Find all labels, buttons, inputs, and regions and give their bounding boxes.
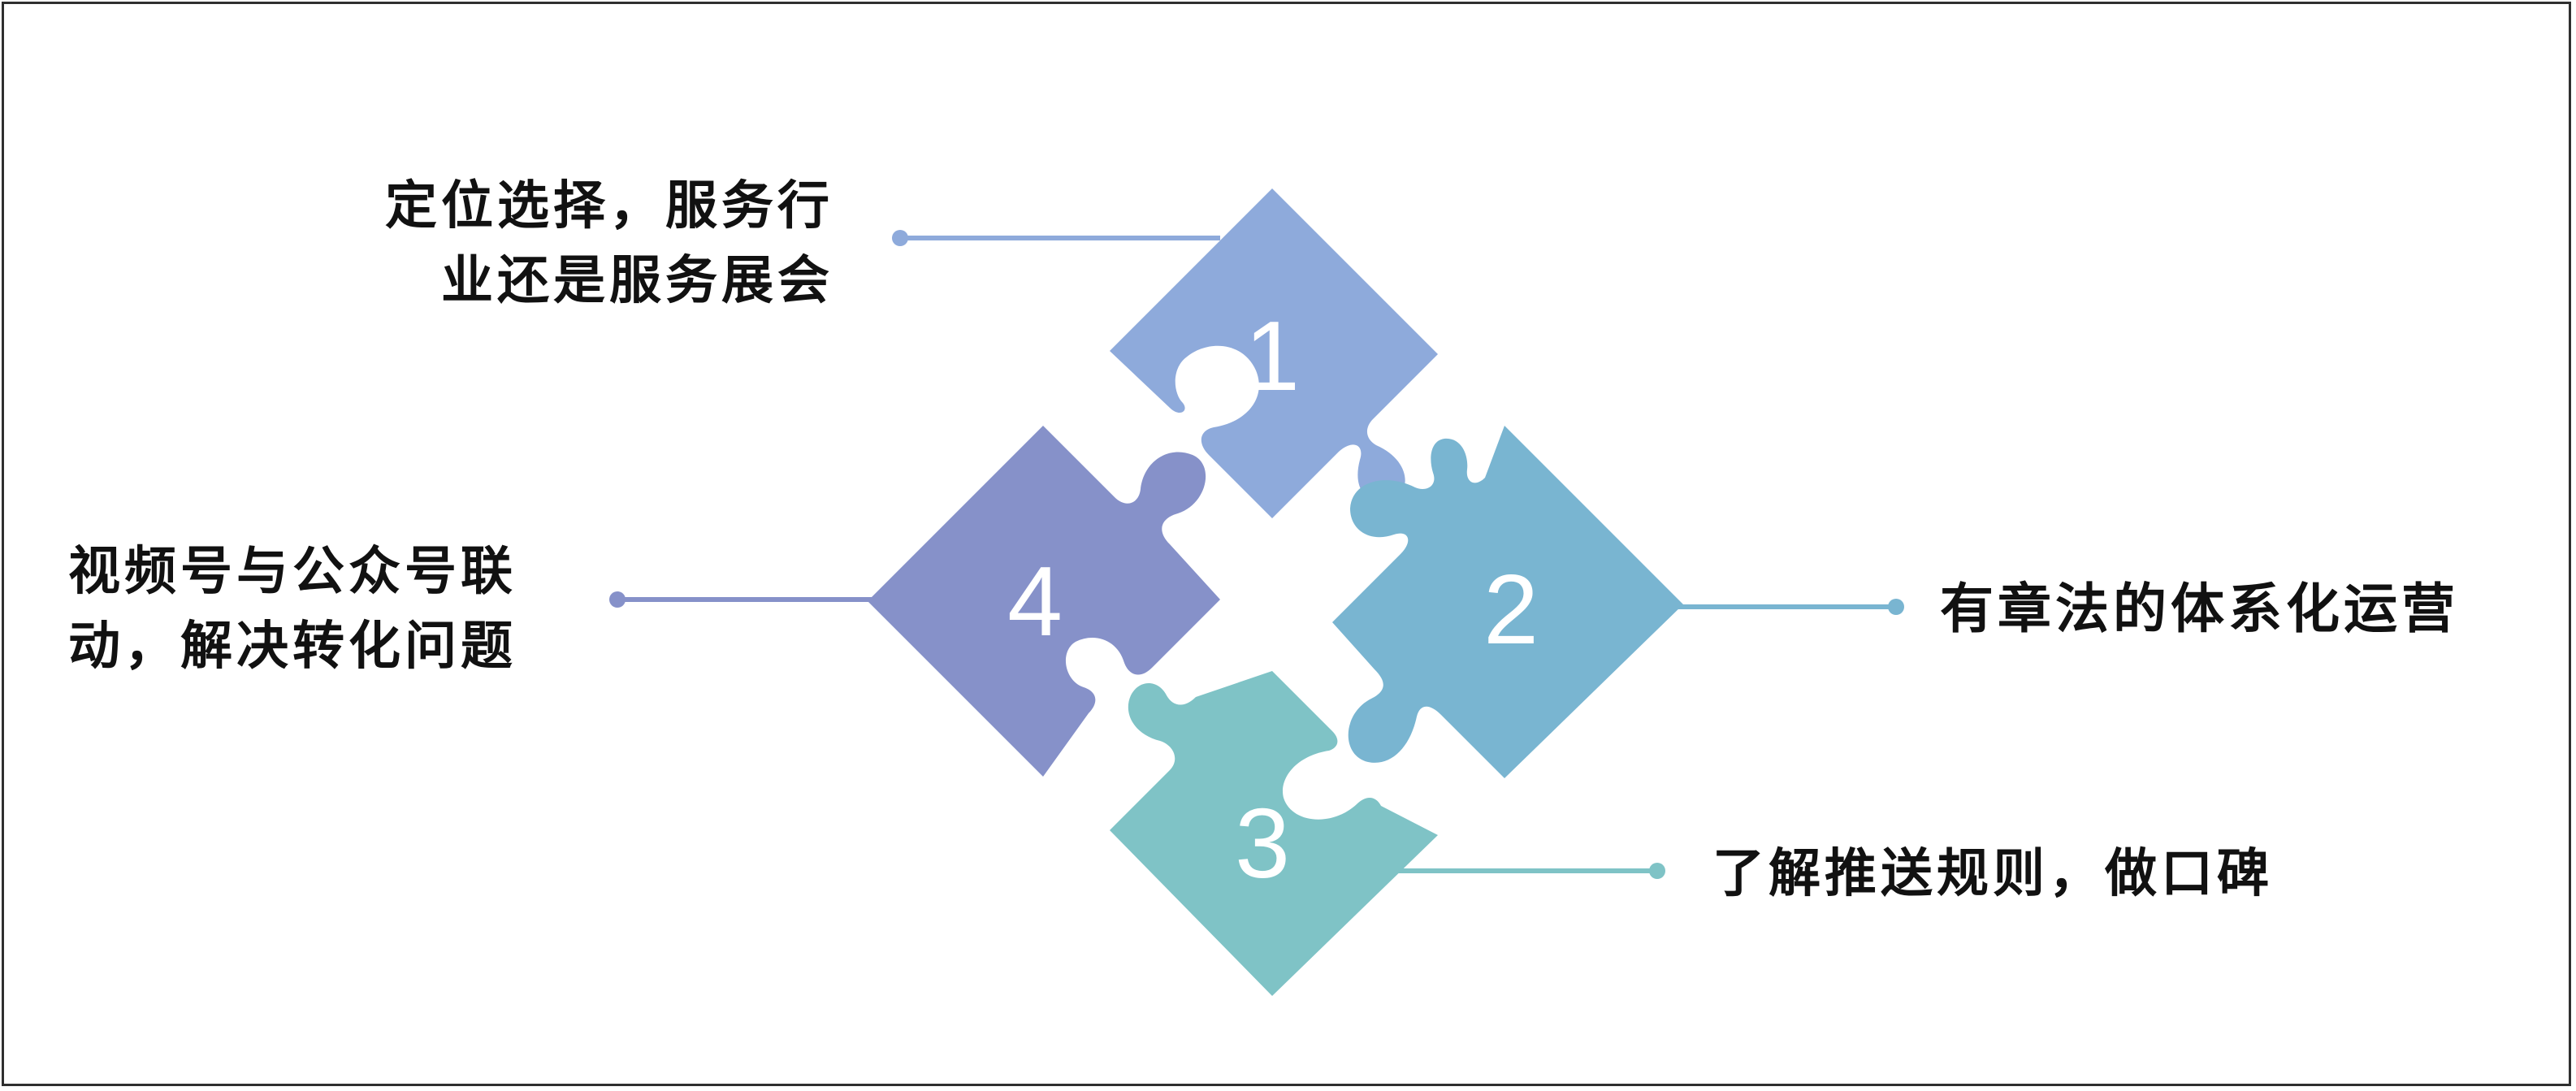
- label-piece-4-line-1: 视频号与公众号联: [68, 542, 517, 602]
- connector-2: [1677, 599, 1904, 615]
- piece-4-number: 4: [1007, 546, 1063, 656]
- connector-3: [1393, 863, 1665, 879]
- piece-2-number: 2: [1483, 554, 1539, 665]
- label-piece-3: 了解推送规则，做口碑: [1712, 837, 2273, 911]
- label-piece-4: 视频号与公众号联 动，解决转化问题: [68, 535, 517, 684]
- puzzle-piece-4: 4: [868, 426, 1220, 777]
- puzzle-piece-4-shape: [868, 426, 1220, 777]
- puzzle-piece-1-shape: [1110, 188, 1438, 518]
- puzzle-piece-2-shape: [1332, 426, 1683, 778]
- puzzle-piece-3: 3: [1110, 671, 1438, 996]
- connector-4: [609, 591, 876, 608]
- puzzle-piece-1: 1: [1110, 188, 1438, 518]
- piece-1-number: 1: [1245, 301, 1300, 411]
- label-piece-2-line-1: 有章法的体系化运营: [1940, 578, 2459, 640]
- connector-1: [892, 230, 1220, 246]
- piece-3-number: 3: [1235, 788, 1290, 898]
- label-piece-1-line-2: 业还是服务展会: [441, 251, 833, 311]
- label-piece-2: 有章法的体系化运营: [1940, 572, 2459, 647]
- label-piece-1-line-1: 定位选择，服务行: [385, 176, 833, 236]
- label-piece-3-line-1: 了解推送规则，做口碑: [1712, 844, 2273, 904]
- label-piece-1: 定位选择，服务行 业还是服务展会: [385, 169, 833, 318]
- puzzle-piece-3-shape: [1110, 671, 1438, 996]
- label-piece-4-line-2: 动，解决转化问题: [68, 617, 517, 677]
- puzzle-piece-2: 2: [1332, 426, 1683, 778]
